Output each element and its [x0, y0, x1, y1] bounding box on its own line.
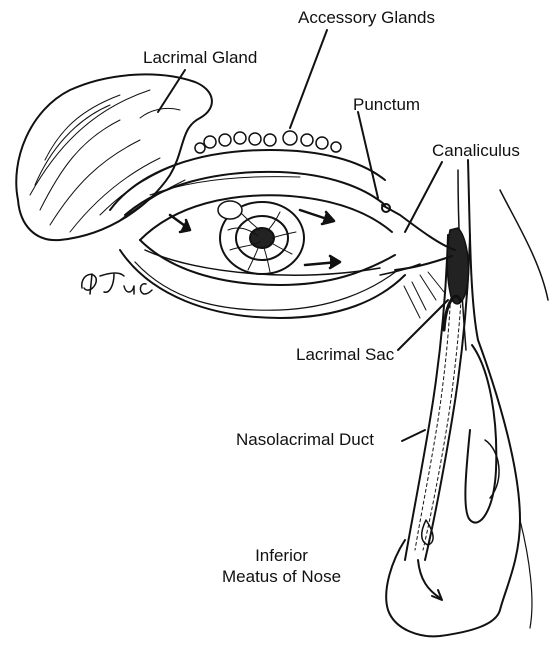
- leader-canaliculus: [405, 162, 442, 232]
- nose-outline: [386, 160, 548, 636]
- label-lacrimal-sac: Lacrimal Sac: [296, 345, 394, 365]
- label-lacrimal-gland: Lacrimal Gland: [143, 48, 257, 68]
- artist-signature: [78, 264, 158, 304]
- label-inferior-meatus: Inferior Meatus of Nose: [222, 545, 341, 587]
- label-punctum: Punctum: [353, 95, 420, 115]
- leader-punctum: [358, 112, 378, 198]
- label-canaliculus: Canaliculus: [432, 141, 520, 161]
- lacrimal-gland-shape: [16, 74, 212, 240]
- leader-nasolacrimal-duct: [402, 430, 425, 441]
- label-nasolacrimal-duct: Nasolacrimal Duct: [236, 430, 374, 450]
- label-inferior-meatus-line1: Inferior: [222, 545, 341, 566]
- leader-accessory-glands: [290, 30, 327, 128]
- label-inferior-meatus-line2: Meatus of Nose: [222, 566, 341, 587]
- label-accessory-glands: Accessory Glands: [298, 8, 435, 28]
